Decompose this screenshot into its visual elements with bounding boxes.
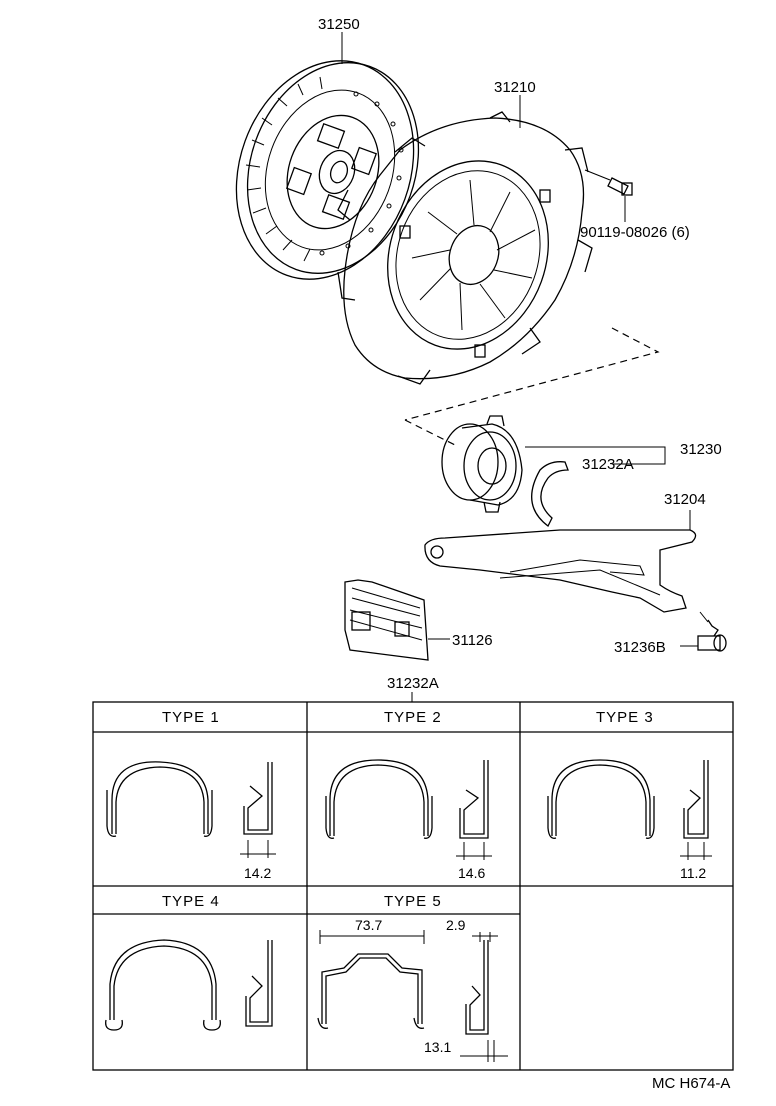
type-2-clip-drawing <box>325 759 492 860</box>
type-5-width-dimension: 73.7 <box>355 917 382 933</box>
alignment-line-lower <box>404 419 456 446</box>
bolt-drawing <box>584 169 633 222</box>
release-bearing-drawing <box>441 415 569 527</box>
type-3-header: TYPE 3 <box>596 709 654 726</box>
type-4-header: TYPE 4 <box>162 893 220 910</box>
type-5-header: TYPE 5 <box>384 893 442 910</box>
clutch-cover-drawing <box>337 111 593 385</box>
part-label-boot: 31126 <box>452 632 493 649</box>
type-5-depth-dimension: 13.1 <box>424 1039 451 1055</box>
type-3-dimension: 11.2 <box>680 865 706 881</box>
part-label-cover: 31210 <box>494 79 536 96</box>
alignment-line-upper <box>404 327 660 421</box>
part-label-bearing: 31230 <box>680 441 722 458</box>
type-5-gap-dimension: 2.9 <box>446 917 466 933</box>
part-label-disc: 31250 <box>318 16 360 33</box>
release-fork-drawing <box>424 510 697 613</box>
part-label-support: 31236B <box>614 639 666 656</box>
type-5-clip-drawing <box>317 930 508 1062</box>
type-1-dimension: 14.2 <box>244 865 271 881</box>
type-4-clip-drawing <box>105 939 273 1031</box>
type-3-clip-drawing <box>547 759 712 860</box>
type-1-header: TYPE 1 <box>162 709 220 726</box>
clutch-disc-drawing <box>235 60 420 280</box>
type-2-header: TYPE 2 <box>384 709 442 726</box>
part-label-clip: 31232A <box>582 456 634 473</box>
type-2-dimension: 14.6 <box>458 865 485 881</box>
part-label-fork: 31204 <box>664 491 706 508</box>
table-title: 31232A <box>387 675 439 692</box>
figure-code: MC H674-A <box>652 1075 730 1092</box>
types-table <box>92 701 734 1071</box>
pivot-support-drawing <box>697 611 727 652</box>
part-label-bolt: 90119-08026 (6) <box>580 224 690 241</box>
type-1-clip-drawing <box>106 761 276 858</box>
boot-drawing <box>344 579 429 661</box>
